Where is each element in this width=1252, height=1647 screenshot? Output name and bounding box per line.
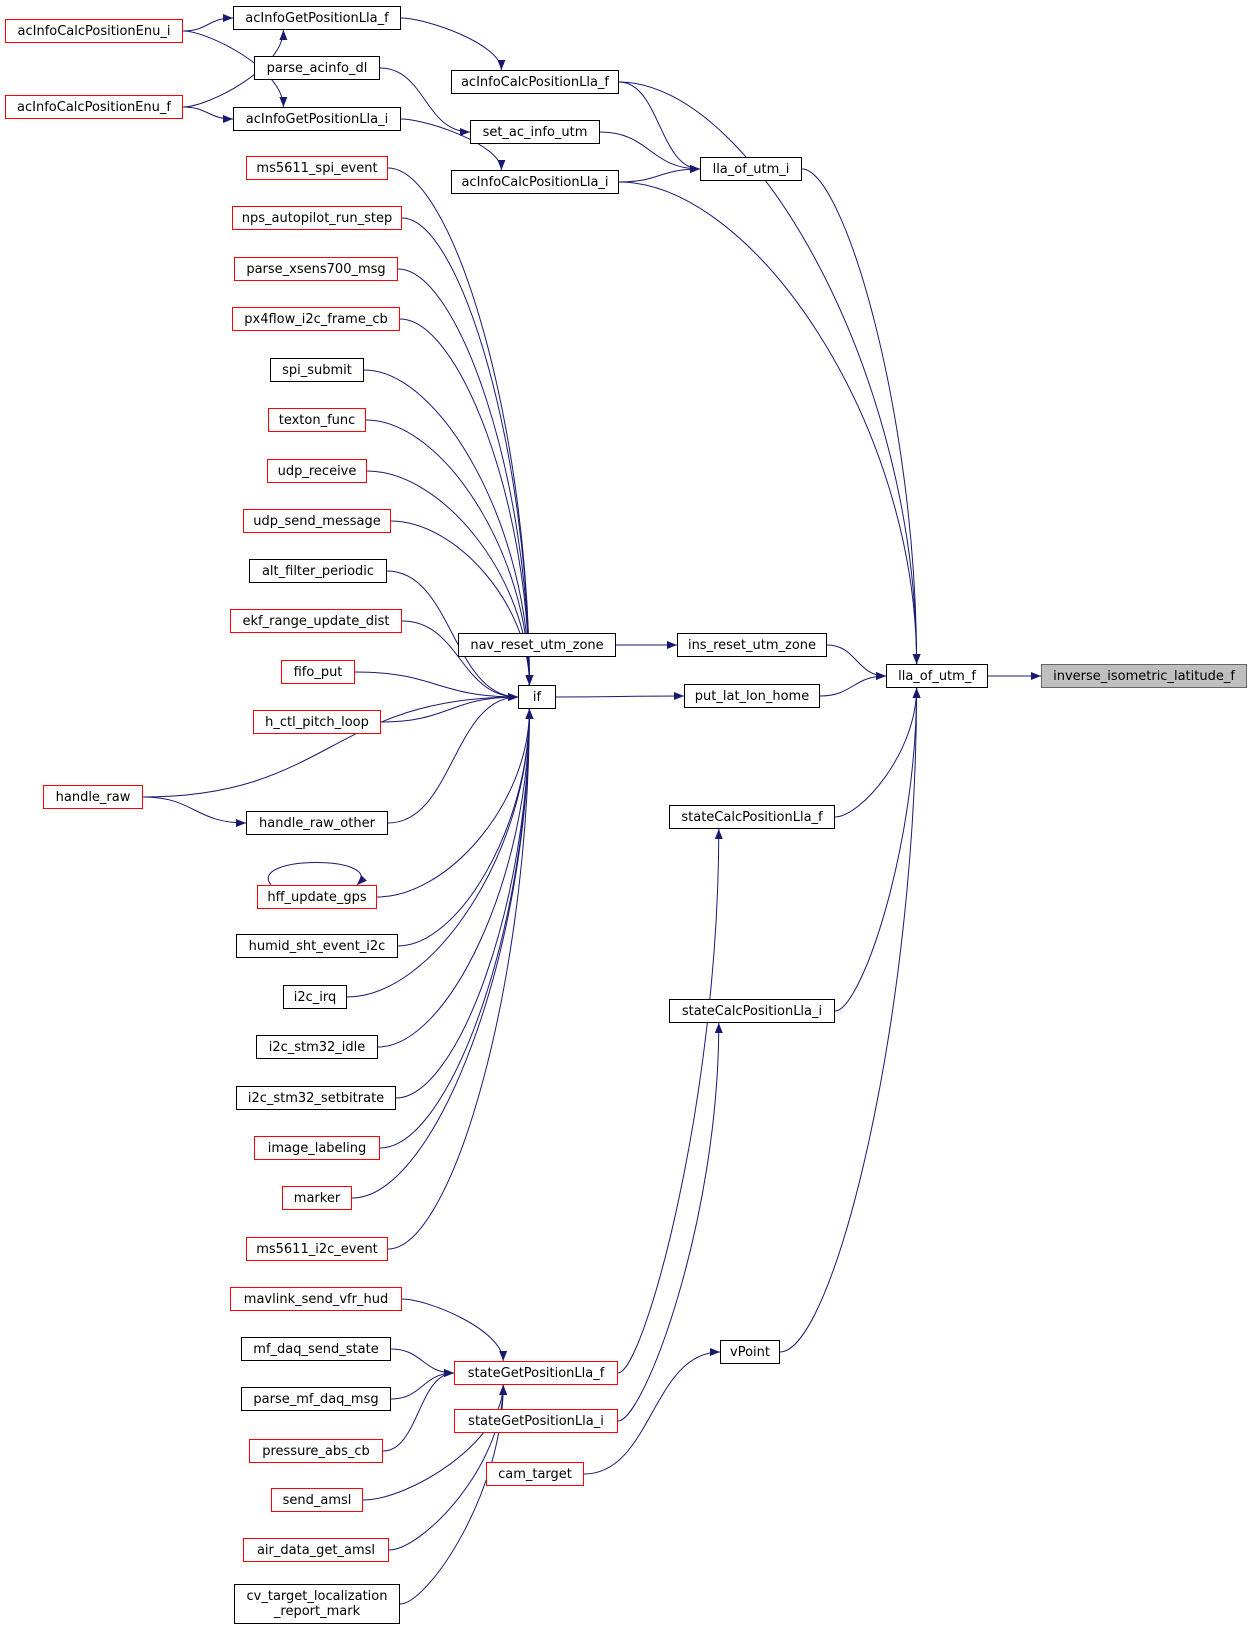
edge-acinfocalcpositionlla-i-to-lla-of-utm-i: [618, 165, 701, 183]
edge-acinfocalcpositionenu-f-to-acinfogetpositionlla-i: [182, 106, 234, 123]
edge-px4flow-i2c-frame-cb-to-if: [399, 318, 534, 686]
node-acinfocalcpositionenu-i[interactable]: acInfoCalcPositionEnu_i: [5, 19, 183, 43]
edge-hff-update-gps-to-hff-update-gps: [267, 862, 367, 886]
node-cv-target-localization-report-mark[interactable]: cv_target_localization _report_mark: [234, 1584, 400, 1624]
node-parse-xsens700-msg[interactable]: parse_xsens700_msg: [234, 257, 398, 281]
edge-vpoint-to-lla-of-utm-f: [779, 687, 921, 1353]
node-send-amsl[interactable]: send_amsl: [271, 1488, 363, 1512]
node-humid-sht-event-i2c[interactable]: humid_sht_event_i2c: [236, 934, 398, 958]
edge-acinfogetpositionlla-f-to-acinfocalcpositionlla-f: [400, 17, 506, 71]
edge-statecalcpositionlla-i-to-lla-of-utm-f: [834, 687, 921, 1012]
node-image-labeling[interactable]: image_labeling: [254, 1136, 380, 1160]
node-parse-acinfo-dl[interactable]: parse_acinfo_dl: [254, 56, 380, 80]
edge-stategetpositionlla-i-to-statecalcpositionlla-i: [617, 1022, 723, 1422]
node-hff-update-gps[interactable]: hff_update_gps: [257, 885, 377, 909]
edge-marker-to-if: [351, 708, 534, 1199]
node-ms5611-i2c-event[interactable]: ms5611_i2c_event: [246, 1237, 388, 1261]
node-acinfocalcpositionlla-f[interactable]: acInfoCalcPositionLla_f: [451, 70, 619, 94]
node-acinfocalcpositionenu-f[interactable]: acInfoCalcPositionEnu_f: [5, 95, 183, 119]
node-statecalcpositionlla-f[interactable]: stateCalcPositionLla_f: [669, 805, 835, 829]
edge-fifo-put-to-if: [354, 671, 519, 701]
edge-acinfocalcpositionlla-f-to-lla-of-utm-i: [618, 81, 701, 173]
node-i2c-irq[interactable]: i2c_irq: [283, 985, 347, 1009]
node-i2c-stm32-idle[interactable]: i2c_stm32_idle: [256, 1035, 378, 1059]
node-spi-submit[interactable]: spi_submit: [270, 358, 364, 382]
edge-put-lat-lon-home-to-lla-of-utm-f: [819, 672, 887, 697]
node-stategetpositionlla-i[interactable]: stateGetPositionLla_i: [454, 1409, 618, 1433]
node-mavlink-send-vfr-hud[interactable]: mavlink_send_vfr_hud: [230, 1287, 402, 1311]
node-cam-target[interactable]: cam_target: [486, 1462, 584, 1486]
node-fifo-put[interactable]: fifo_put: [281, 660, 355, 684]
node-mf-daq-send-state[interactable]: mf_daq_send_state: [241, 1337, 391, 1361]
edge-parse-acinfo-dl-to-set-ac-info-utm: [379, 67, 471, 136]
node-ins-reset-utm-zone[interactable]: ins_reset_utm_zone: [677, 633, 827, 657]
edge-acinfocalcpositionlla-i-to-lla-of-utm-f: [618, 181, 921, 665]
node-nps-autopilot-run-step[interactable]: nps_autopilot_run_step: [232, 206, 402, 230]
node-lla-of-utm-i[interactable]: lla_of_utm_i: [700, 157, 802, 181]
edge-acinfocalcpositionenu-f-to-acinfogetpositionlla-f: [182, 29, 288, 108]
node-parse-mf-daq-msg[interactable]: parse_mf_daq_msg: [241, 1387, 391, 1411]
edge-udp-send-message-to-if: [390, 520, 534, 686]
edge-pressure-abs-cb-to-stategetpositionlla-f: [382, 1369, 455, 1452]
node-udp-send-message[interactable]: udp_send_message: [243, 509, 391, 533]
node-vpoint[interactable]: vPoint: [720, 1340, 780, 1364]
edge-h-ctl-pitch-loop-to-if: [380, 693, 519, 723]
edge-statecalcpositionlla-f-to-lla-of-utm-f: [834, 687, 921, 818]
node-inverse-isometric-latitude-f: inverse_isometric_latitude_f: [1041, 664, 1247, 688]
edge-stategetpositionlla-f-to-statecalcpositionlla-f: [617, 828, 723, 1374]
node-texton-func[interactable]: texton_func: [268, 408, 366, 432]
edge-ekf-range-update-dist-to-if: [401, 620, 519, 701]
node-put-lat-lon-home[interactable]: put_lat_lon_home: [684, 684, 820, 708]
node-udp-receive[interactable]: udp_receive: [267, 459, 367, 483]
edge-cam-target-to-vpoint: [583, 1348, 721, 1475]
edge-i2c-irq-to-if: [346, 708, 534, 998]
edge-hff-update-gps-to-if: [376, 708, 534, 898]
node-acinfocalcpositionlla-i[interactable]: acInfoCalcPositionLla_i: [451, 170, 619, 194]
node-set-ac-info-utm[interactable]: set_ac_info_utm: [470, 120, 600, 144]
edge-mavlink-send-vfr-hud-to-stategetpositionlla-f: [401, 1298, 508, 1362]
edge-handle-raw-to-handle-raw-other: [142, 796, 247, 827]
edge-parse-xsens700-msg-to-if: [397, 268, 534, 686]
node-air-data-get-amsl[interactable]: air_data_get_amsl: [243, 1538, 389, 1562]
node-handle-raw-other[interactable]: handle_raw_other: [246, 811, 388, 835]
edge-i2c-stm32-setbitrate-to-if: [395, 708, 534, 1099]
edge-texton-func-to-if: [365, 419, 534, 686]
edge-ins-reset-utm-zone-to-lla-of-utm-f: [826, 644, 887, 680]
edge-handle-raw-to-if: [142, 693, 519, 798]
edge-ms5611-i2c-event-to-if: [387, 708, 534, 1250]
node-ekf-range-update-dist[interactable]: ekf_range_update_dist: [230, 609, 402, 633]
node-marker[interactable]: marker: [282, 1186, 352, 1210]
edge-mf-daq-send-state-to-stategetpositionlla-f: [390, 1348, 455, 1377]
edge-alt-filter-periodic-to-if: [386, 570, 519, 701]
edge-acinfocalcpositionenu-i-to-acinfogetpositionlla-i: [182, 30, 288, 108]
node-acinfogetpositionlla-f[interactable]: acInfoGetPositionLla_f: [233, 6, 401, 30]
node-handle-raw[interactable]: handle_raw: [43, 785, 143, 809]
edge-send-amsl-to-stategetpositionlla-f: [362, 1384, 508, 1501]
node-px4flow-i2c-frame-cb[interactable]: px4flow_i2c_frame_cb: [232, 307, 400, 331]
edge-handle-raw-other-to-if: [387, 693, 519, 824]
edge-set-ac-info-utm-to-lla-of-utm-i: [599, 131, 701, 173]
edge-spi-submit-to-if: [363, 369, 534, 686]
edge-if-to-put-lat-lon-home: [555, 692, 685, 701]
node-i2c-stm32-setbitrate[interactable]: i2c_stm32_setbitrate: [236, 1086, 396, 1110]
edge-i2c-stm32-idle-to-if: [377, 708, 534, 1048]
edge-acinfocalcpositionlla-f-to-lla-of-utm-f: [618, 81, 921, 665]
edge-nps-autopilot-run-step-to-if: [401, 217, 534, 686]
edge-parse-mf-daq-msg-to-stategetpositionlla-f: [390, 1369, 455, 1400]
node-h-ctl-pitch-loop[interactable]: h_ctl_pitch_loop: [253, 710, 381, 734]
node-if[interactable]: if: [518, 685, 556, 709]
node-acinfogetpositionlla-i[interactable]: acInfoGetPositionLla_i: [233, 107, 401, 131]
node-pressure-abs-cb[interactable]: pressure_abs_cb: [249, 1439, 383, 1463]
node-stategetpositionlla-f[interactable]: stateGetPositionLla_f: [454, 1361, 618, 1385]
edge-acinfocalcpositionenu-i-to-acinfogetpositionlla-f: [182, 14, 234, 32]
node-nav-reset-utm-zone[interactable]: nav_reset_utm_zone: [458, 633, 616, 657]
node-alt-filter-periodic[interactable]: alt_filter_periodic: [249, 559, 387, 583]
node-statecalcpositionlla-i[interactable]: stateCalcPositionLla_i: [669, 999, 835, 1023]
node-ms5611-spi-event[interactable]: ms5611_spi_event: [246, 156, 388, 180]
node-lla-of-utm-f[interactable]: lla_of_utm_f: [886, 664, 988, 688]
edge-lla-of-utm-i-to-lla-of-utm-f: [801, 168, 921, 665]
